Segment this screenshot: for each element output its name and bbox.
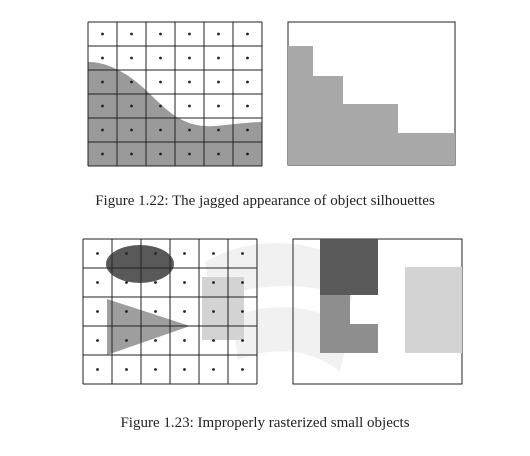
pixel-center-dot [101, 32, 104, 36]
pixel-center-dot [96, 310, 99, 313]
pixel-center-dot [101, 80, 104, 84]
pixel-center-dot [154, 252, 157, 255]
pixel-center-dot [130, 56, 133, 60]
pixel-center-dot [183, 310, 186, 313]
pixel-center-dot [125, 252, 128, 255]
pixel-center-dot [154, 310, 157, 313]
raster-light-block [405, 267, 462, 353]
pixel-center-dot [130, 128, 133, 132]
pixel-grid [87, 21, 263, 167]
light-rectangle [202, 277, 244, 340]
pixel-center-dot [125, 368, 128, 371]
pixel-center-dot [241, 310, 244, 313]
pixel-center-dot [96, 281, 99, 284]
pixel-center-dot [212, 368, 215, 371]
pixel-center-dot [159, 128, 162, 132]
pixel-center-dot [159, 56, 162, 60]
jagged-staircase [288, 46, 455, 165]
pixel-center-dot [154, 281, 157, 284]
pixel-center-dot [159, 152, 162, 156]
pixel-center-dot [96, 368, 99, 371]
pixel-center-dot [217, 32, 220, 36]
pixel-center-dot [101, 128, 104, 132]
pixel-center-dot [246, 80, 249, 84]
pixel-center-dot [159, 32, 162, 36]
pixel-center-dot [183, 252, 186, 255]
pixel-center-dot [212, 281, 215, 284]
figure-1-22-caption: Figure 1.22: The jagged appearance of ob… [95, 193, 435, 209]
pixel-center-dot [101, 152, 104, 156]
rasterized-silhouette-panel [287, 21, 456, 166]
pixel-center-dot [130, 104, 133, 108]
pixel-center-dot [125, 281, 128, 284]
pixel-center-dot [212, 252, 215, 255]
pixel-center-dot [125, 310, 128, 313]
raster-dark-block [320, 239, 378, 295]
pixel-center-dot [130, 80, 133, 84]
pixel-center-dot [154, 339, 157, 342]
triangle-shape [107, 299, 190, 355]
pixel-center-dot [96, 339, 99, 342]
pixel-center-dot [101, 56, 104, 60]
pixel-center-dot [246, 152, 249, 156]
pixel-center-dot [183, 281, 186, 284]
pixel-grid [82, 238, 258, 385]
pixel-center-dot [241, 368, 244, 371]
pixel-center-dot [101, 104, 104, 108]
figure-1-23-caption: Figure 1.23: Improperly rasterized small… [120, 415, 410, 431]
pixel-center-dot [96, 252, 99, 255]
small-objects-grid-panel [82, 238, 258, 385]
pixel-center-dot [188, 56, 191, 60]
silhouette-grid-panel [87, 21, 263, 167]
pixel-center-dot [183, 368, 186, 371]
pixel-center-dot [188, 80, 191, 84]
pixel-center-dot [246, 128, 249, 132]
pixel-center-dot [212, 310, 215, 313]
pixel-center-dot [183, 339, 186, 342]
pixel-center-dot [159, 104, 162, 108]
pixel-center-dot [188, 32, 191, 36]
pixel-center-dot [212, 339, 215, 342]
pixel-center-dot [188, 152, 191, 156]
pixel-center-dot [217, 80, 220, 84]
pixel-center-dot [130, 32, 133, 36]
pixel-centers [101, 32, 249, 156]
pixel-center-dot [241, 339, 244, 342]
pixel-center-dot [241, 281, 244, 284]
smooth-silhouette [88, 62, 262, 166]
raster-mid-block [320, 295, 378, 353]
pixel-center-dot [159, 80, 162, 84]
pixel-center-dot [125, 339, 128, 342]
pixel-center-dot [188, 128, 191, 132]
pixel-center-dot [217, 128, 220, 132]
pixel-center-dot [217, 104, 220, 108]
pixel-center-dot [217, 152, 220, 156]
pixel-center-dot [246, 104, 249, 108]
pixel-center-dot [246, 32, 249, 36]
pixel-center-dot [154, 368, 157, 371]
pixel-center-dot [188, 104, 191, 108]
pixel-centers [96, 252, 244, 371]
dark-ellipse [106, 245, 174, 283]
pixel-center-dot [241, 252, 244, 255]
pixel-center-dot [246, 56, 249, 60]
pixel-center-dot [130, 152, 133, 156]
pixel-center-dot [217, 56, 220, 60]
rasterized-objects-panel [292, 238, 463, 385]
